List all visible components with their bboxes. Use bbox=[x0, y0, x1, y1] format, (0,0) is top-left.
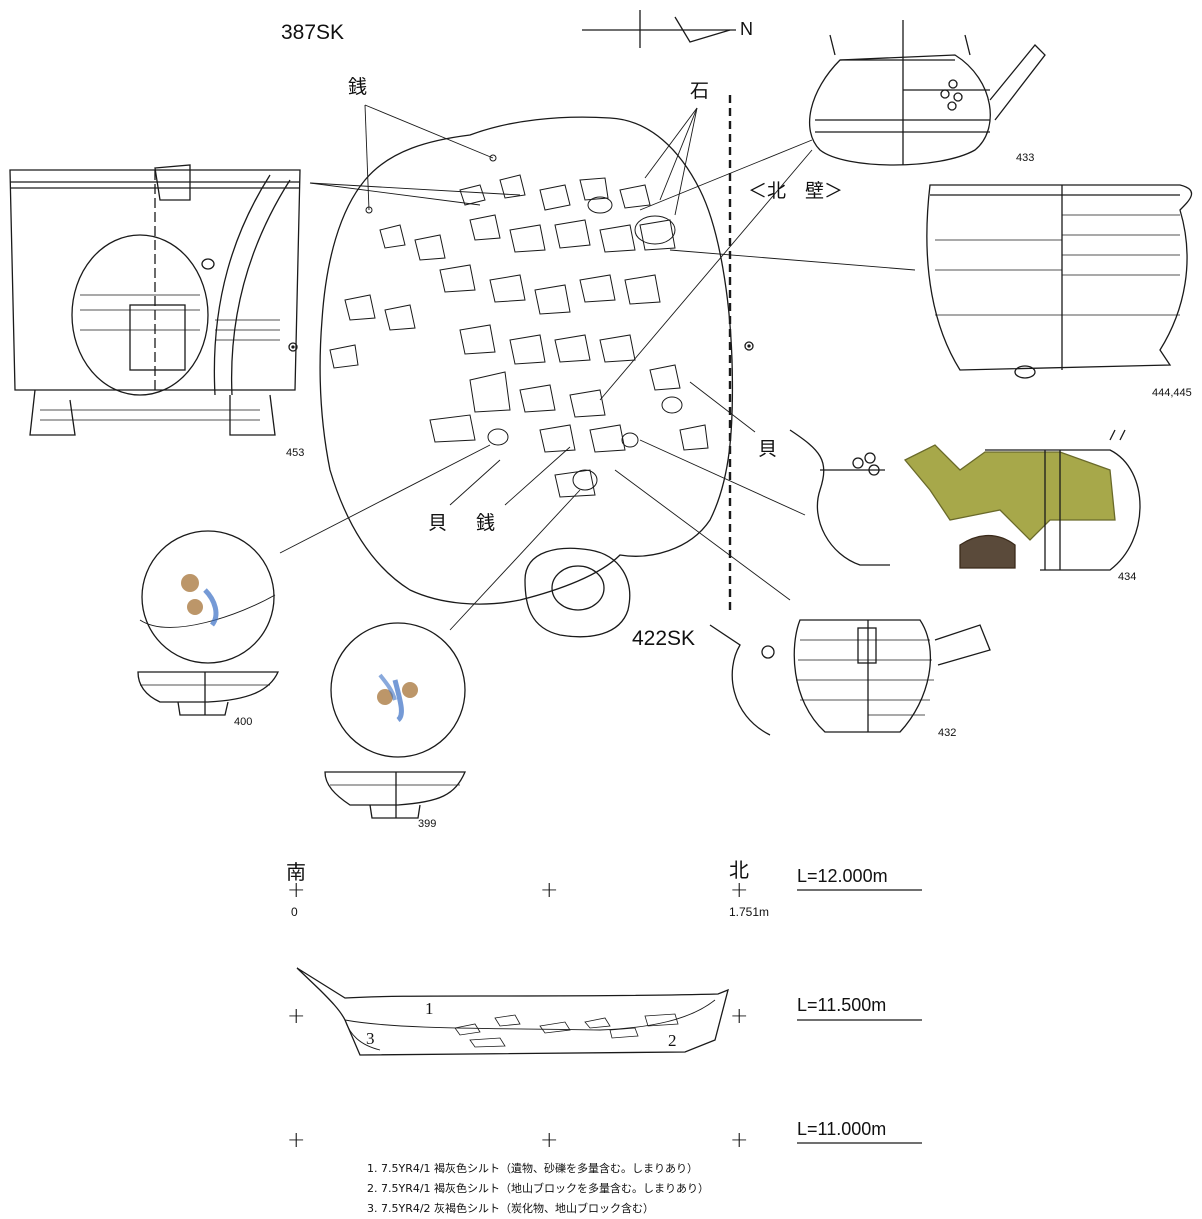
pit-387sk-outline bbox=[319, 116, 734, 605]
coin-label-top: 銭 bbox=[348, 76, 368, 98]
artifact-number-434: 434 bbox=[1118, 571, 1137, 583]
level-label-11-5: L=11.500m bbox=[797, 995, 887, 1015]
grid-cross-marker: + bbox=[730, 878, 749, 903]
vessel-433-drawing bbox=[808, 20, 1046, 166]
pit-422sk-outline bbox=[524, 547, 631, 638]
north-arrow-label: N bbox=[740, 19, 753, 39]
sherd-cluster bbox=[329, 154, 709, 498]
section-profile bbox=[296, 967, 729, 1056]
artifact-number-400: 400 bbox=[234, 716, 253, 728]
level-label-12: L=12.000m bbox=[797, 866, 888, 886]
legend-item: 3. 7.5YR4/2 灰褐色シルト（炭化物、地山ブロック含む） bbox=[367, 1202, 655, 1215]
leader-lines bbox=[279, 104, 916, 631]
level-label-11: L=11.000m bbox=[797, 1119, 887, 1139]
grid-cross-marker: + bbox=[287, 1128, 306, 1153]
layer-label-2: 2 bbox=[668, 1031, 677, 1050]
legend-item: 2. 7.5YR4/1 褐灰色シルト（地山ブロックを多量含む。しまりあり） bbox=[367, 1182, 710, 1195]
grid-cross-marker: + bbox=[540, 1128, 559, 1153]
section-north-label: 北 bbox=[729, 858, 749, 882]
grid-cross-marker: + bbox=[730, 1004, 749, 1029]
shell-label-right: 貝 bbox=[758, 438, 778, 460]
artifact-number-432: 432 bbox=[938, 727, 957, 739]
dish-decoration bbox=[181, 574, 418, 723]
section-origin-label: 0 bbox=[291, 905, 298, 919]
vessel-453-drawing bbox=[9, 164, 301, 436]
pit-422sk-label: 422SK bbox=[632, 627, 696, 650]
coin-label-bottom: 銭 bbox=[476, 512, 496, 534]
stone-label: 石 bbox=[690, 80, 710, 102]
section-distance-label: 1.751m bbox=[729, 905, 770, 919]
vessel-444-445-drawing bbox=[926, 184, 1193, 379]
vessel-400-drawing bbox=[137, 530, 280, 716]
shell-label-bottom: 貝 bbox=[428, 512, 448, 534]
grid-cross-marker: + bbox=[287, 1004, 306, 1029]
artifact-number-399: 399 bbox=[418, 818, 437, 830]
north-arrow-icon bbox=[582, 10, 736, 48]
grid-cross-marker: + bbox=[287, 878, 306, 903]
artifact-number-444-445: 444,445 bbox=[1152, 387, 1192, 399]
soil-layer-legend: 1. 7.5YR4/1 褐灰色シルト（遺物、砂礫を多量含む。しまりあり） 2. … bbox=[367, 1159, 709, 1219]
datum-marker-icon bbox=[744, 341, 754, 351]
grid-cross-marker: + bbox=[540, 878, 559, 903]
vessel-399-drawing bbox=[324, 622, 466, 819]
vessel-434-drawing bbox=[789, 429, 1141, 571]
north-wall-label: ＜北 壁＞ bbox=[748, 180, 844, 202]
vessel-432-drawing bbox=[709, 619, 991, 736]
section-south-label: 南 bbox=[286, 860, 306, 884]
legend-item: 1. 7.5YR4/1 褐灰色シルト（遺物、砂礫を多量含む。しまりあり） bbox=[367, 1162, 699, 1175]
pit-387sk-label: 387SK bbox=[281, 21, 345, 44]
grid-cross-marker: + bbox=[730, 1128, 749, 1153]
layer-label-3: 3 bbox=[366, 1029, 375, 1048]
layer-label-1: 1 bbox=[425, 999, 434, 1018]
artifact-number-453: 453 bbox=[286, 447, 305, 459]
artifact-number-433: 433 bbox=[1016, 152, 1035, 164]
